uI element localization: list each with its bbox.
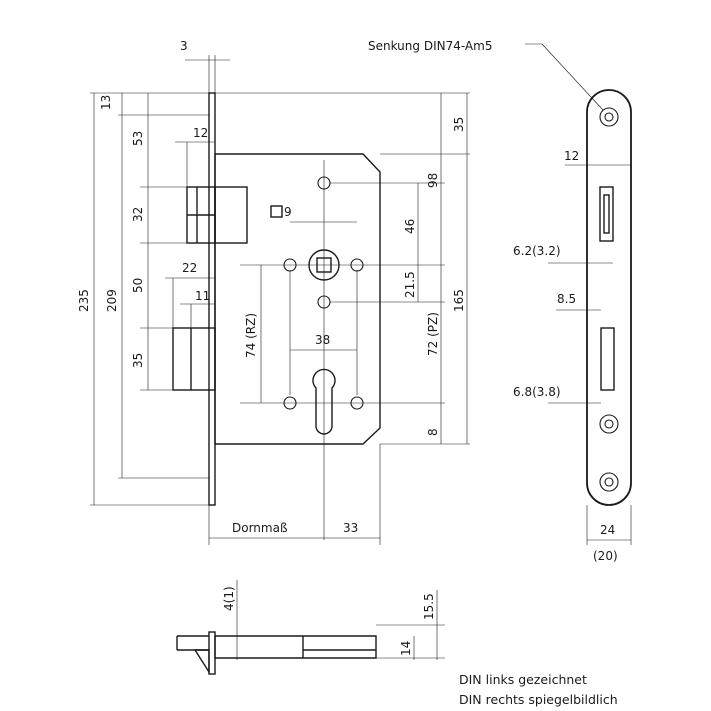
front-faceplate (586, 89, 632, 506)
dim-top-offset: 13 (99, 95, 113, 110)
latch-bolt (186, 186, 248, 244)
front-bolt-opening (600, 327, 615, 391)
dim-hole-to-follower: 98 (426, 173, 440, 188)
dim-bolt-depth: 6.8(3.8) (513, 385, 561, 399)
dim-bolt-gap: 8.5 (557, 292, 576, 306)
square-symbol (270, 205, 283, 218)
dim-rz-spacing: 74 (RZ) (244, 313, 258, 358)
front-view: 12 6.2(3.2) 8.5 6.8(3.8) 24 (20) Senkung… (368, 39, 632, 563)
top-case (214, 635, 377, 659)
dim-top-view-case: 14 (399, 641, 413, 656)
dim-cylinder-offset: 8 (426, 428, 440, 436)
spindle-square-label: 9 (284, 205, 292, 219)
cylinder-cutout (312, 368, 336, 435)
dim-latch-depth: 6.2(3.2) (513, 244, 561, 258)
dim-follower-offset: 53 (131, 131, 145, 146)
dim-bolt-height: 35 (131, 353, 145, 368)
dimensions-right: 74 (RZ) 38 35 165 98 46 21.5 72 (PZ) 8 (215, 92, 470, 445)
dim-top-view-height: 15.5 (422, 593, 436, 620)
top-faceplate (208, 631, 216, 675)
note-din-right: DIN rechts spiegelbildlich (459, 692, 618, 707)
dim-top-view-offset: 4(1) (222, 586, 236, 611)
dim-front-width: 24 (600, 523, 615, 537)
side-view: 9 (172, 92, 445, 540)
dim-top-to-follower: 35 (452, 117, 466, 132)
dim-latch-height: 32 (131, 207, 145, 222)
dim-backset: Dornmaß (232, 521, 288, 535)
dimensions-bottom: Dornmaß 33 (208, 444, 381, 545)
note-din-left: DIN links gezeichnet (459, 672, 587, 687)
dim-latch-projection: 12 (193, 126, 208, 140)
dim-backset-remainder: 33 (343, 521, 358, 535)
dimensions-left: 3 13 235 209 53 32 50 35 12 22 1 (77, 39, 230, 506)
dim-pz-spacing: 72 (PZ) (426, 312, 440, 356)
countersink-label: Senkung DIN74-Am5 (368, 39, 492, 53)
dim-follower-to-hole: 46 (403, 219, 417, 234)
dim-hole-spacing: 21.5 (403, 271, 417, 298)
front-latch-opening (599, 186, 614, 242)
dim-bolt-throw: 22 (182, 261, 197, 275)
dim-latch-to-bolt: 50 (131, 278, 145, 293)
dim-hole-pitch: 38 (315, 333, 330, 347)
dim-plate-height: 209 (105, 289, 119, 312)
dim-bolt-inset: 11 (195, 289, 210, 303)
dim-overall-height: 235 (77, 289, 91, 312)
dim-front-latch-projection: 12 (564, 149, 579, 163)
dim-front-width-alt: (20) (593, 549, 618, 563)
dim-case-height: 165 (452, 289, 466, 312)
lock-case (214, 153, 381, 445)
dim-faceplate-thickness: 3 (180, 39, 188, 53)
top-view: 4(1) 15.5 14 (176, 580, 445, 675)
deadbolt (172, 327, 216, 391)
